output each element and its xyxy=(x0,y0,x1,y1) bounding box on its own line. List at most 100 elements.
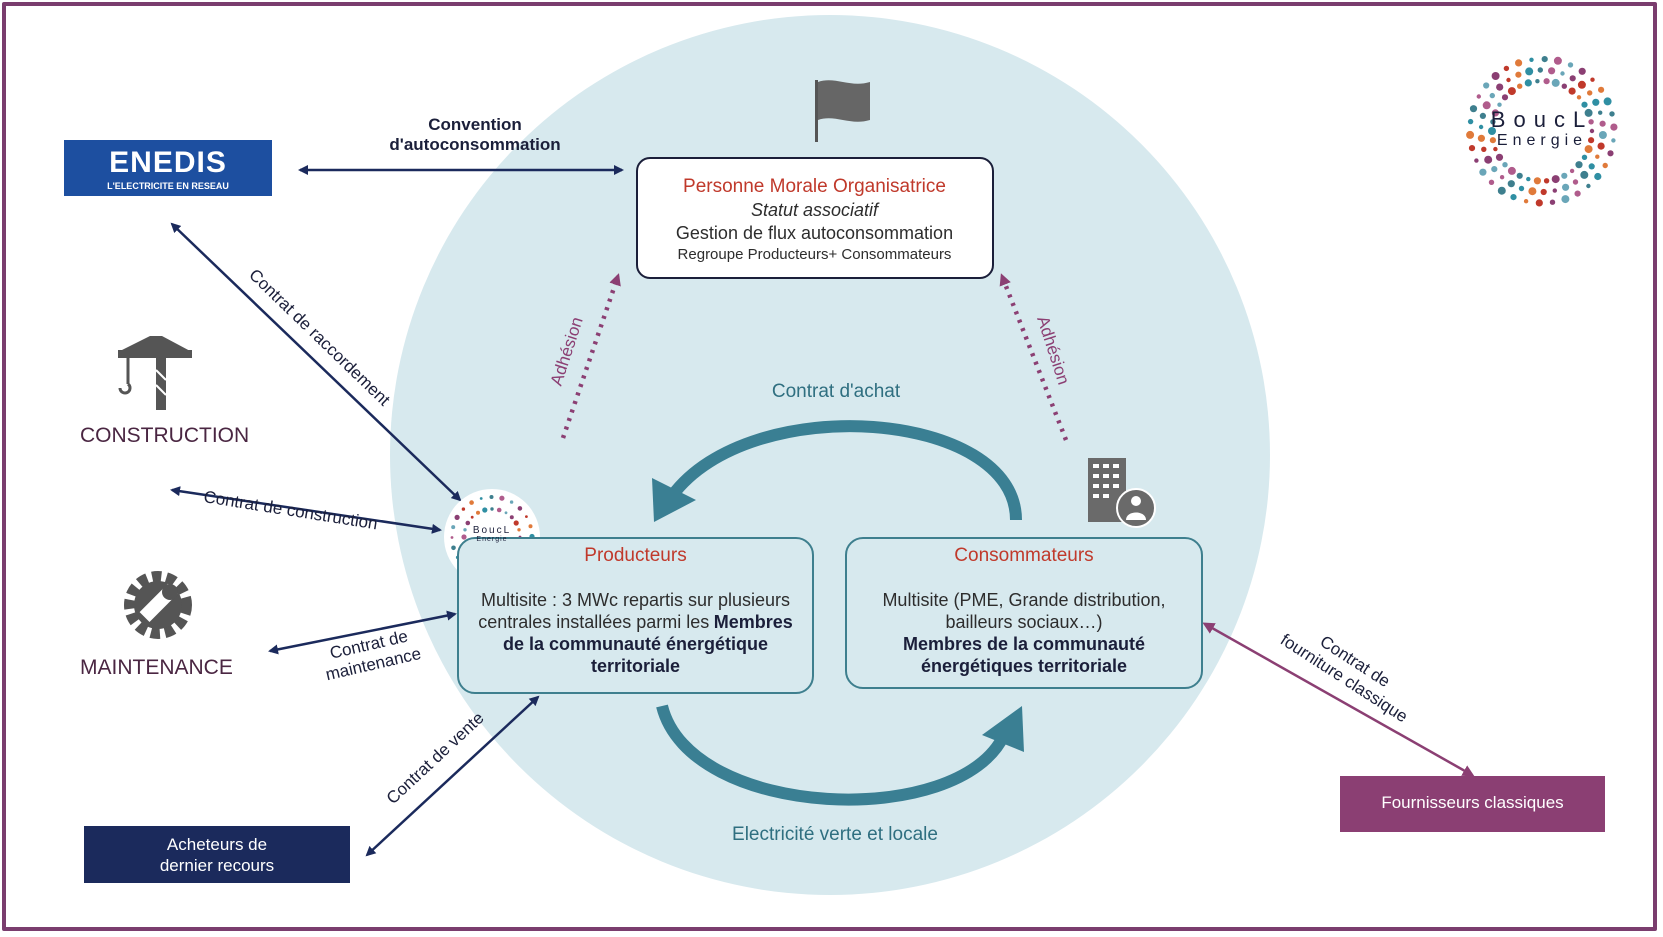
logo-dot xyxy=(1518,185,1525,192)
logo-dot xyxy=(1524,79,1532,87)
enedis-name: ENEDIS xyxy=(109,146,227,179)
logo-dot xyxy=(1535,199,1543,207)
logo-dot xyxy=(1580,170,1589,179)
logo-dot xyxy=(1590,77,1595,82)
logo-dot xyxy=(1535,79,1540,84)
maintenance-label: MAINTENANCE xyxy=(80,656,233,679)
logo-dot xyxy=(517,506,523,511)
logo-dot xyxy=(1479,168,1487,176)
logo-dot xyxy=(1507,180,1515,188)
logo-dot xyxy=(1581,154,1588,160)
contrat-achat-flow xyxy=(667,420,1022,521)
logo-dot xyxy=(1602,162,1608,169)
logo-dot xyxy=(1551,78,1560,87)
logo-dot xyxy=(1551,175,1560,184)
logo-dot xyxy=(1501,94,1509,101)
logo-dot xyxy=(1594,172,1602,181)
logo-dot xyxy=(1533,177,1541,185)
logo-dot xyxy=(465,520,471,526)
boucl-small-line1: BoucL xyxy=(472,525,512,536)
boucl-logo xyxy=(1466,56,1618,207)
logo-dot xyxy=(461,507,466,511)
logo-dot xyxy=(1598,110,1603,115)
logo-dot xyxy=(496,507,502,513)
logo-dot xyxy=(1577,80,1586,89)
logo-dot xyxy=(1484,155,1493,164)
logo-dot xyxy=(1598,86,1605,93)
producteurs-body: Multisite : 3 MWc repartis sur plusieurs… xyxy=(473,589,798,677)
adhesion-left-arrow xyxy=(560,273,621,439)
logo-dot xyxy=(1482,101,1491,110)
logo-dot xyxy=(1553,56,1562,65)
logo-dot xyxy=(1576,95,1582,100)
logo-dot xyxy=(1529,57,1534,62)
fourniture-arrow xyxy=(1202,622,1475,777)
logo-dot xyxy=(1587,90,1593,96)
logo-dot xyxy=(1468,145,1476,152)
boucl-small-line2: Energie xyxy=(476,536,508,543)
producteurs-bold: Membres de la communauté énergétique ter… xyxy=(502,612,793,676)
logo-dot xyxy=(451,545,456,551)
logo-dot xyxy=(1515,71,1522,78)
logo-dot xyxy=(469,500,474,505)
logo-dot xyxy=(1578,67,1586,75)
logo-dot xyxy=(1489,137,1496,144)
logo-dot xyxy=(1515,59,1523,67)
logo-dot xyxy=(490,507,494,511)
logo-dot xyxy=(1598,131,1607,139)
electricite-flow xyxy=(656,704,1010,806)
raccordement-arrow xyxy=(170,222,462,502)
logo-dot xyxy=(1502,162,1508,168)
logo-dot xyxy=(513,520,519,526)
logo-dot xyxy=(1561,83,1568,89)
flag-icon xyxy=(815,80,870,142)
logo-dot xyxy=(525,515,528,518)
logo-dot xyxy=(1560,71,1565,76)
logo-dot xyxy=(1488,179,1495,185)
logo-dot xyxy=(1574,190,1581,197)
logo-dot xyxy=(1481,146,1487,152)
pmo-box: Personne Morale Organisatrice Statut ass… xyxy=(636,157,994,279)
construction-label: CONSTRUCTION xyxy=(80,424,250,447)
logo-dot xyxy=(1466,130,1475,139)
logo-dot xyxy=(1489,92,1496,99)
logo-dot xyxy=(1491,166,1498,173)
logo-dot xyxy=(1483,82,1490,89)
logo-dot xyxy=(1517,83,1523,89)
logo-dot xyxy=(1588,119,1594,125)
adhesion-right-arrow xyxy=(999,273,1069,441)
construction-arrow xyxy=(170,486,442,534)
acheteurs-box: Acheteurs de dernier recours xyxy=(84,826,350,883)
logo-dot xyxy=(1568,87,1576,95)
logo-dot xyxy=(1543,178,1550,184)
fournisseurs-label: Fournisseurs classiques xyxy=(1381,793,1564,812)
acheteurs-label: Acheteurs de dernier recours xyxy=(159,835,275,875)
producteurs-text: Multisite : 3 MWc repartis sur plusieurs… xyxy=(478,590,791,632)
logo-dot xyxy=(1607,150,1614,157)
logo-dot xyxy=(1528,187,1537,196)
electricite-arrowhead xyxy=(982,706,1024,752)
fourniture-label: Contrat defourniture classique xyxy=(1277,613,1422,726)
logo-dot xyxy=(1497,186,1506,195)
logo-dot xyxy=(1609,111,1615,117)
logo-dot xyxy=(470,515,474,519)
vente-arrow xyxy=(365,695,540,857)
logo-dot xyxy=(517,528,521,532)
convention-line: Convention xyxy=(428,115,522,134)
logo-dot xyxy=(1567,62,1574,68)
consommateurs-bold: Membres de la communauté énergétiques te… xyxy=(902,634,1146,676)
pmo-status: Statut associatif xyxy=(750,200,879,220)
logo-dot xyxy=(1569,75,1576,82)
logo-dot xyxy=(1506,77,1511,83)
logo-dot xyxy=(1507,87,1516,96)
logo-dot xyxy=(1477,134,1485,142)
boucl-logo-line2: Energie xyxy=(1496,132,1588,149)
logo-dot xyxy=(1499,175,1505,180)
convention-line: d'autoconsommation xyxy=(389,135,560,154)
logo-dot xyxy=(1488,127,1496,135)
logo-dot xyxy=(504,511,508,515)
logo-dot xyxy=(1525,67,1534,76)
maintenance-contract-label: Contrat demaintenance xyxy=(319,624,423,684)
logo-dot xyxy=(509,515,514,520)
logo-dot xyxy=(1467,118,1474,125)
